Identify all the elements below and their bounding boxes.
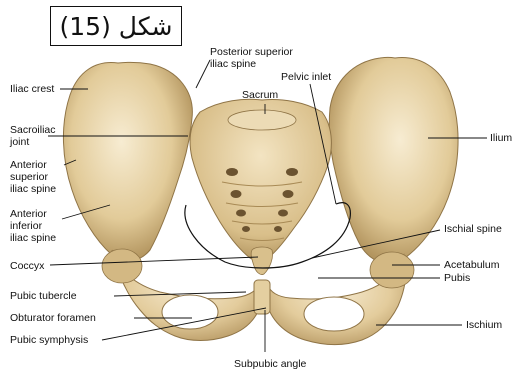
- label-acetabulum: Acetabulum: [444, 259, 499, 271]
- label-obturator-foramen: Obturator foramen: [10, 312, 96, 324]
- sacral-foramen: [278, 210, 288, 217]
- label-pubis: Pubis: [444, 272, 470, 284]
- sacral-promontory: [228, 110, 296, 130]
- label-sacroiliac-joint: Sacroiliac joint: [10, 124, 56, 148]
- label-ischial-spine: Ischial spine: [444, 223, 502, 235]
- left-ilium-shape: [63, 62, 192, 261]
- label-anterior-inferior-iliac-spine: Anterior inferior iliac spine: [10, 208, 56, 244]
- acetabulum-shape: [370, 252, 414, 288]
- label-anterior-superior-iliac-spine: Anterior superior iliac spine: [10, 159, 56, 195]
- label-pubic-symphysis: Pubic symphysis: [10, 334, 88, 346]
- figure-number-text: شكل (15): [60, 12, 173, 41]
- leader-posterior-superior-iliac-spine: [196, 60, 210, 88]
- label-ilium: Ilium: [490, 132, 512, 144]
- label-subpubic-angle: Subpubic angle: [234, 358, 306, 370]
- sacral-foramen: [283, 190, 294, 198]
- left-obturator-foramen: [162, 295, 218, 329]
- sacral-foramen: [226, 168, 238, 176]
- right-obturator-foramen: [304, 297, 364, 331]
- label-ischium: Ischium: [466, 319, 502, 331]
- label-coccyx: Coccyx: [10, 260, 44, 272]
- sacral-foramen: [286, 168, 298, 176]
- coccyx-shape: [251, 247, 272, 275]
- sacral-foramen: [236, 210, 246, 217]
- sacral-foramen: [231, 190, 242, 198]
- leader-coccyx: [50, 257, 258, 265]
- sacral-foramen: [242, 226, 250, 232]
- right-ilium-shape: [329, 57, 458, 263]
- label-pelvic-inlet: Pelvic inlet: [281, 71, 331, 83]
- label-iliac-crest: Iliac crest: [10, 83, 54, 95]
- label-sacrum: Sacrum: [242, 89, 278, 101]
- label-posterior-superior-iliac-spine: Posterior superior iliac spine: [210, 46, 293, 70]
- label-pubic-tubercle: Pubic tubercle: [10, 290, 77, 302]
- sacral-foramen: [274, 226, 282, 232]
- figure-number-box: شكل (15): [50, 6, 182, 46]
- acetabulum-shape-left: [102, 249, 142, 283]
